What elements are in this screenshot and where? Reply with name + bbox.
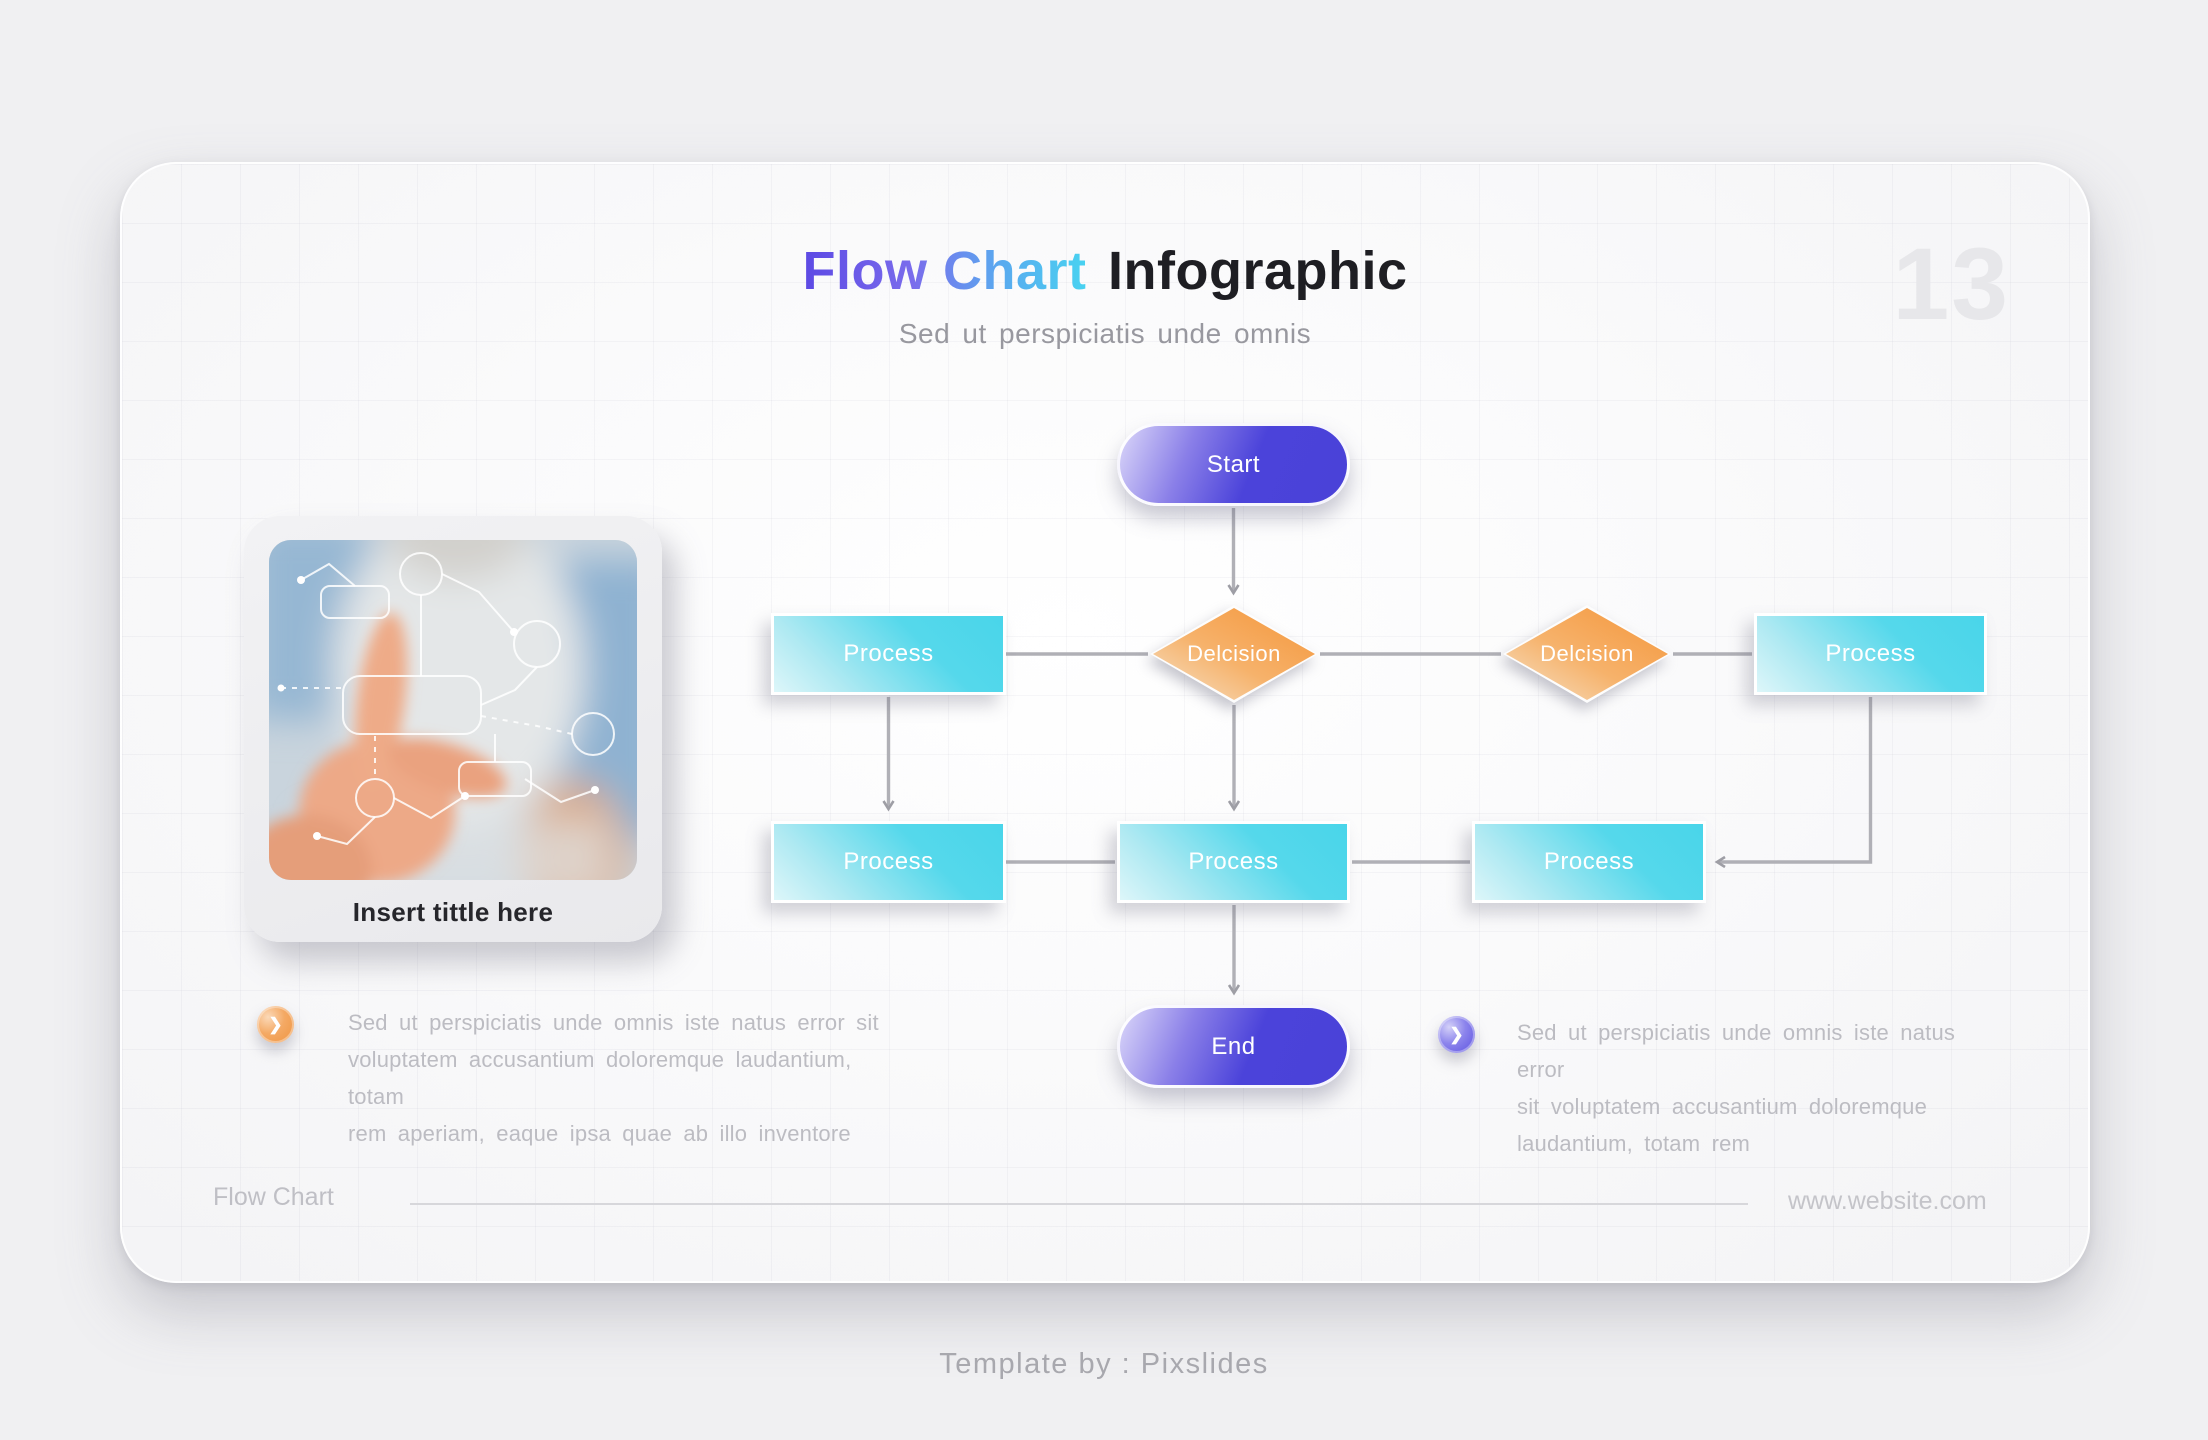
note-line: laudantium, totam rem: [1517, 1131, 1751, 1156]
note-left: Sed ut perspiciatis unde omnis iste natu…: [348, 1004, 908, 1152]
note-line: Sed ut perspiciatis unde omnis iste natu…: [1517, 1020, 1956, 1082]
image-caption: Insert tittle here: [352, 897, 554, 927]
flow-node-label: Process: [1188, 848, 1279, 875]
flow-node-process-row3-right: Process: [1472, 821, 1706, 903]
flow-node-process-row3-center: Process: [1117, 821, 1350, 903]
footer-divider: [410, 1203, 1748, 1205]
title-rest: Infographic: [1108, 241, 1408, 301]
flow-node-end: End: [1117, 1005, 1350, 1088]
template-credit: Template by : Pixslides: [939, 1348, 1269, 1380]
note-line: sit voluptatem accusantium doloremque: [1517, 1094, 1928, 1119]
flow-node-label: Start: [1206, 450, 1261, 478]
note-line: voluptatem accusantium doloremque laudan…: [348, 1047, 852, 1109]
note-line: Sed ut perspiciatis unde omnis iste natu…: [348, 1010, 879, 1035]
flow-node-decision-right: Delcision: [1503, 605, 1671, 703]
chevron-right-icon: ❯: [257, 1006, 294, 1043]
slide-card: 13 Flow Chart Infographic Sed ut perspic…: [120, 162, 2090, 1283]
flow-node-process-row2-right: Process: [1754, 613, 1987, 695]
page-number: 13: [1892, 227, 2010, 341]
flow-node-process-row2-left: Process: [771, 613, 1006, 695]
chevron-right-icon: ❯: [1438, 1016, 1475, 1053]
note-line: rem aperiam, eaque ipsa quae ab illo inv…: [348, 1121, 851, 1146]
slide-subtitle: Sed ut perspiciatis unde omnis: [898, 318, 1312, 349]
photo-illustration: [269, 540, 637, 880]
slide-title: Flow Chart Infographic: [122, 240, 2088, 302]
footer-label: Flow Chart: [213, 1183, 334, 1211]
flow-node-label: Process: [1825, 640, 1916, 667]
photo: [269, 540, 637, 880]
slide-header: Flow Chart Infographic Sed ut perspiciat…: [122, 240, 2088, 350]
flow-node-process-row3-left: Process: [771, 821, 1006, 903]
flow-node-label: Delcision: [1153, 608, 1315, 700]
flow-node-label: Process: [843, 640, 934, 667]
flow-node-label: End: [1211, 1032, 1256, 1060]
flow-node-label: Delcision: [1506, 608, 1668, 700]
title-accent: Flow Chart: [802, 241, 1092, 301]
note-right: Sed ut perspiciatis unde omnis iste natu…: [1517, 1014, 1987, 1162]
image-card: Insert tittle here: [244, 516, 662, 942]
flow-node-label: Process: [1543, 848, 1635, 875]
flow-node-label: Process: [843, 848, 934, 875]
footer-url: www.website.com: [1788, 1187, 1987, 1215]
flow-node-decision-left: Delcision: [1150, 605, 1318, 703]
flow-node-start: Start: [1117, 423, 1350, 506]
